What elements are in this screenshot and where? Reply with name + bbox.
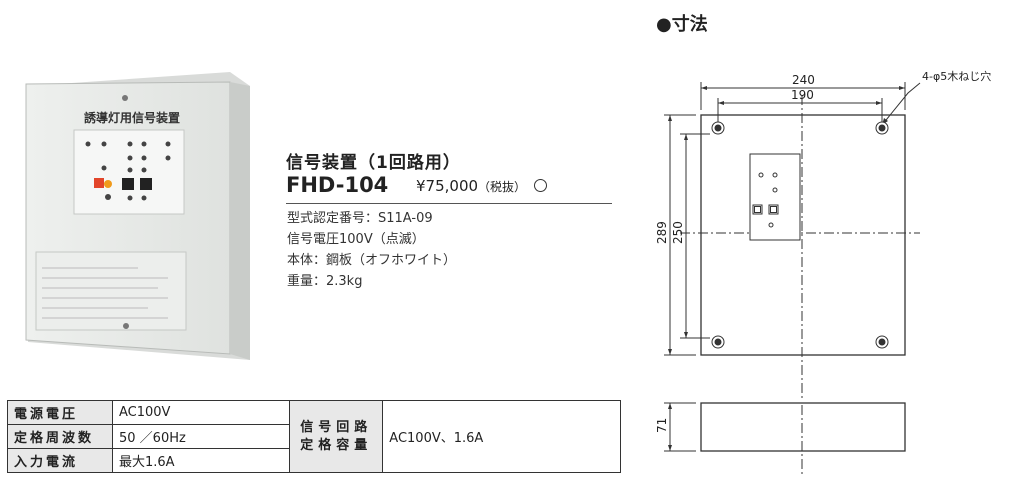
- spec-weight: 重量：2.3kg: [287, 274, 363, 289]
- row-value: 最大1.6A: [111, 448, 291, 473]
- dim-height-inner: 250: [671, 221, 685, 244]
- dimension-drawing: 240 190 4-φ5木ねじ穴 289 250 71: [655, 69, 991, 475]
- dim-width-inner: 190: [791, 88, 814, 102]
- spec-table: 電源電圧 AC100V 信号回路定格容量 AC100V、1.6A 定格周波数 5…: [7, 400, 621, 473]
- row-value: AC100V: [111, 400, 291, 425]
- spec-voltage: 信号電圧100V（点滅）: [287, 232, 425, 247]
- panel-label: 誘導灯用信号装置: [84, 110, 180, 125]
- product-photo: 誘導灯用信号装置: [25, 72, 250, 360]
- product-price: ¥75,000（税抜）: [416, 177, 548, 195]
- dimensions-title: ●寸法: [656, 14, 708, 35]
- spec-approval: 型式認定番号：S11A-09: [287, 211, 433, 226]
- circuit-label-2: 定格容量: [300, 437, 373, 453]
- row-label: 定格周波数: [7, 424, 113, 449]
- dim-height-outer: 289: [655, 221, 669, 244]
- circuit-label-1: 信号回路: [300, 419, 373, 435]
- circle-mark-icon: [534, 179, 548, 192]
- product-title: 信号装置（1回路用）: [286, 153, 461, 173]
- row-label: 入力電流: [7, 448, 113, 473]
- table-row: 入力電流 最大1.6A: [7, 448, 621, 473]
- tax-note: （税抜）: [478, 180, 527, 194]
- spec-body: 本体：鋼板（オフホワイト）: [287, 253, 457, 268]
- price-value: ¥75,000: [416, 177, 479, 195]
- divider: [286, 203, 612, 204]
- product-model: FHD-104: [286, 173, 389, 197]
- dim-depth: 71: [655, 418, 669, 433]
- circuit-value: AC100V、1.6A: [382, 400, 621, 473]
- dim-screw-note: 4-φ5木ねじ穴: [922, 69, 991, 83]
- dim-width-outer: 240: [792, 73, 815, 87]
- row-value: 50 ／60Hz: [111, 424, 291, 449]
- table-row: 電源電圧 AC100V 信号回路定格容量 AC100V、1.6A: [7, 400, 621, 473]
- circuit-label: 信号回路定格容量: [289, 400, 384, 473]
- row-label: 電源電圧: [7, 400, 113, 425]
